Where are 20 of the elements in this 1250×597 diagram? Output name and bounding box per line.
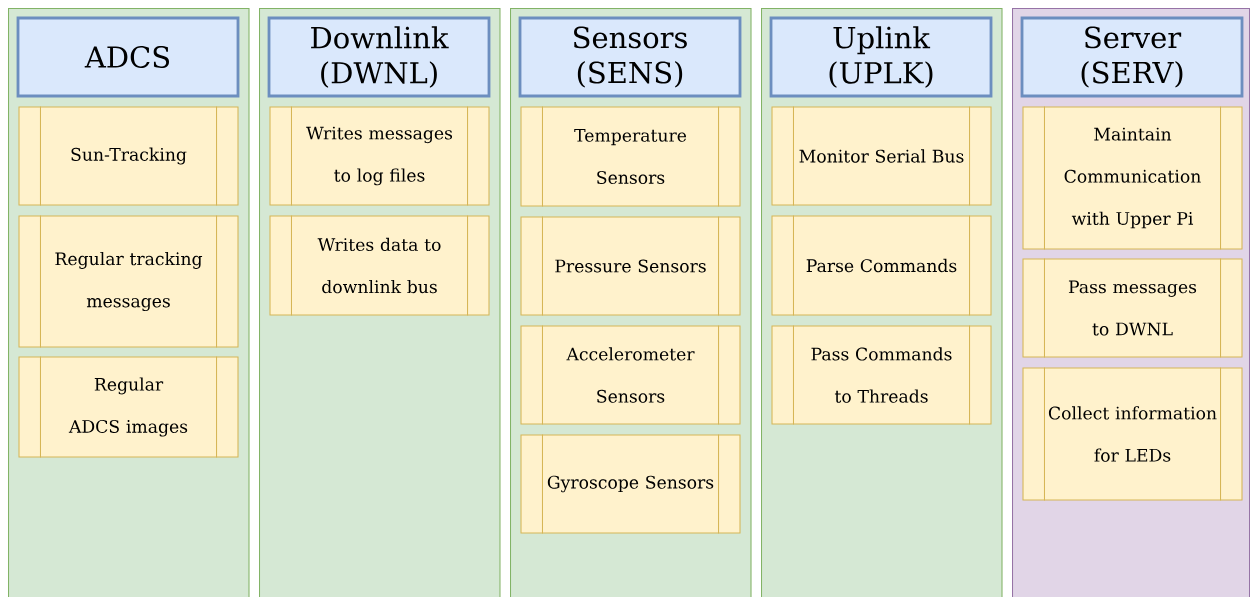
process-box: Sun-Tracking [18,105,239,207]
process-box: Parse Commands [771,214,992,317]
header-box: ADCS [16,16,240,98]
process-box: Writes messages to log files [269,105,490,207]
process-box: Writes data to downlink bus [269,214,490,317]
process-box: Pressure Sensors [520,215,741,317]
process-box: Monitor Serial Bus [771,105,992,207]
header-box: Downlink (DWNL) [267,16,491,98]
header-box: Sensors (SENS) [518,16,742,98]
process-box: Collect information for LEDs [1022,366,1243,502]
process-box: Pass Commands to Threads [771,324,992,426]
process-box: Regular tracking messages [18,214,239,349]
process-box: Pass messages to DWNL [1022,257,1243,359]
process-box: Maintain Communication with Upper Pi [1022,105,1243,251]
process-box: Temperature Sensors [520,105,741,208]
process-box: Gyroscope Sensors [520,433,741,535]
process-box: Accelerometer Sensors [520,324,741,426]
header-box: Uplink (UPLK) [769,16,993,98]
header-box: Server (SERV) [1020,16,1244,98]
process-box: Regular ADCS images [18,355,239,459]
